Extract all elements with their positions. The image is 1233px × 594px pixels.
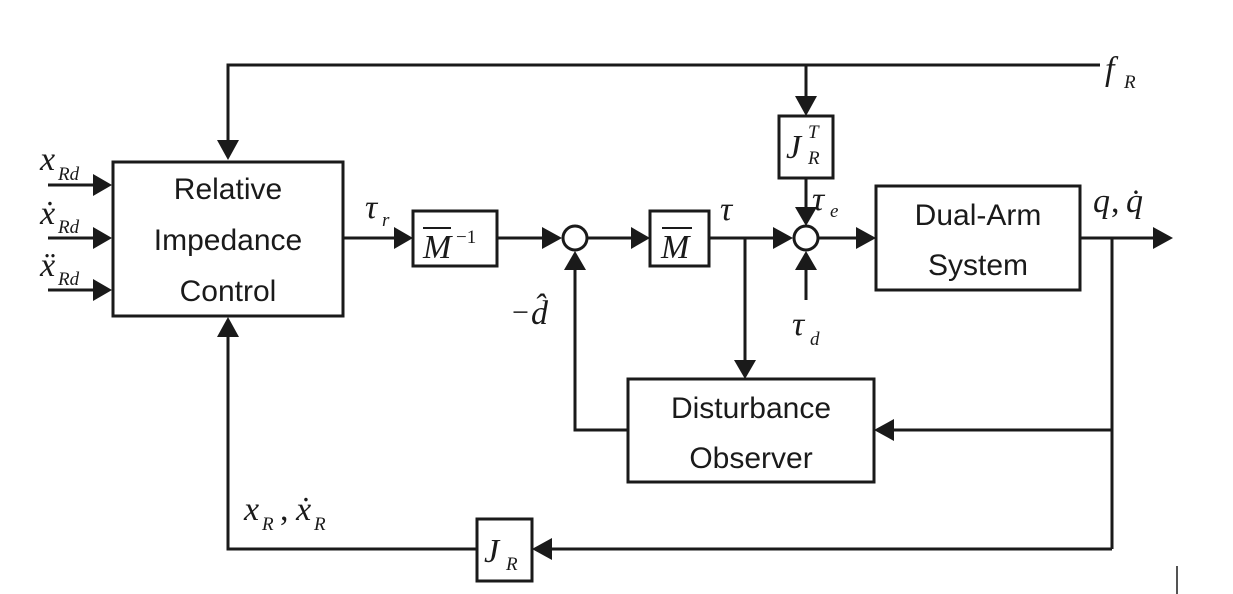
mass-block: M — [648, 209, 711, 268]
arrowhead-tau-to-observer — [734, 360, 756, 379]
impedance-label-line3: Control — [180, 275, 277, 308]
arrowhead-disturbance-estimate — [564, 251, 586, 270]
input-label-xrd-dot: ẋ Rd — [39, 195, 80, 238]
tau-e-sub: e — [830, 201, 838, 222]
impedance-label-line1: Relative — [174, 173, 282, 206]
q-symbol: q — [1093, 183, 1110, 220]
wire-disturbance-estimate — [573, 268, 628, 432]
inverse-mass-exponent: −1 — [456, 227, 476, 248]
jacobian-transpose-sup: T — [808, 122, 820, 143]
arrowhead-sum2-to-dual-arm — [856, 227, 876, 249]
jacobian-transpose-symbol: J — [786, 129, 803, 166]
jacobian-transpose-block: J T R — [777, 114, 835, 180]
xr-symbol: x — [243, 491, 259, 528]
inverse-mass-block: M −1 — [411, 209, 499, 268]
impedance-label-line2: Impedance — [154, 224, 302, 257]
input-xrd-sub: Rd — [57, 164, 80, 185]
disturbance-observer-block: Disturbance Observer — [626, 377, 876, 484]
arrowhead-q-to-observer — [874, 419, 894, 441]
inverse-mass-symbol: M — [422, 229, 453, 266]
arrowhead-tau-e — [795, 207, 817, 226]
f-symbol: f — [1105, 51, 1119, 88]
arrowhead-xr-feedback — [217, 317, 239, 337]
summing-junction-2 — [792, 224, 820, 252]
dual-arm-label-line2: System — [928, 249, 1028, 282]
arrowhead-force-to-jacobian-transpose — [795, 96, 817, 116]
wire-xr-feedback — [226, 335, 477, 551]
arrowhead-input-xrd-ddot — [93, 279, 112, 301]
minus-sign: − — [512, 296, 529, 329]
arrowhead-input-xrd-dot — [93, 227, 112, 249]
arrowhead-tau-d — [795, 251, 817, 270]
xr-comma: , — [280, 491, 289, 528]
signal-label-tau: τ — [720, 191, 734, 228]
xr-dot-symbol: ẋ — [295, 491, 311, 528]
arrowhead-force-to-impedance — [217, 140, 239, 160]
arrowhead-tau — [773, 227, 793, 249]
f-sub: R — [1123, 72, 1136, 93]
input-xrd-ddot-symbol: ẍ — [39, 247, 55, 284]
input-label-xrd: x Rd — [39, 141, 80, 185]
xr-sub: R — [261, 514, 274, 535]
signal-label-q-qdot: q , q̇ — [1093, 183, 1143, 220]
summing-junction-1 — [561, 224, 589, 252]
signal-label-tau-d: τ d — [792, 306, 820, 350]
input-xrd-dot-sub: Rd — [57, 217, 80, 238]
signal-label-f-r: f R — [1105, 51, 1136, 93]
arrowhead-minv-to-sum1 — [542, 227, 562, 249]
q-dot-symbol: q̇ — [1126, 183, 1143, 220]
input-xrd-dot-symbol: ẋ — [39, 195, 55, 232]
wire-force-feedback — [226, 63, 1100, 142]
arrowhead-tau-r — [394, 227, 413, 249]
tau-d-sub: d — [810, 329, 820, 350]
mass-symbol: M — [660, 229, 691, 266]
dual-arm-label-line1: Dual-Arm — [915, 199, 1042, 232]
input-xrd-ddot-sub: Rd — [57, 269, 80, 290]
tau-d-symbol: τ — [792, 306, 806, 343]
tau-r-symbol: τ — [365, 189, 379, 226]
tau-r-sub: r — [382, 210, 390, 231]
jacobian-symbol: J — [484, 533, 501, 570]
jacobian-transpose-sub: R — [807, 148, 820, 169]
signal-label-tau-r: τ r — [365, 189, 390, 231]
d-hat-symbol: d̂ — [531, 293, 549, 332]
q-comma: , — [1111, 183, 1120, 220]
signal-label-minus-d-hat: − d̂ — [512, 293, 549, 332]
observer-label-line2: Observer — [689, 442, 812, 475]
arrowhead-input-xrd — [93, 174, 112, 196]
xr-dot-sub: R — [313, 514, 326, 535]
input-xrd-symbol: x — [39, 141, 55, 178]
jacobian-sub: R — [505, 554, 518, 575]
arrowhead-output-q — [1153, 227, 1173, 249]
signal-label-xr-feedback: x R , ẋ R — [243, 491, 326, 535]
observer-label-line1: Disturbance — [671, 392, 831, 425]
jacobian-block: J R — [475, 517, 534, 583]
signal-label-tau-e: τ e — [812, 181, 838, 222]
input-label-xrd-ddot: ẍ Rd — [39, 247, 80, 290]
impedance-control-block: Relative Impedance Control — [111, 160, 345, 318]
tau-e-symbol: τ — [812, 181, 826, 218]
arrowhead-sum1-to-m — [631, 227, 650, 249]
arrowhead-q-to-jacobian — [532, 538, 552, 560]
dual-arm-system-block: Dual-Arm System — [874, 184, 1082, 292]
